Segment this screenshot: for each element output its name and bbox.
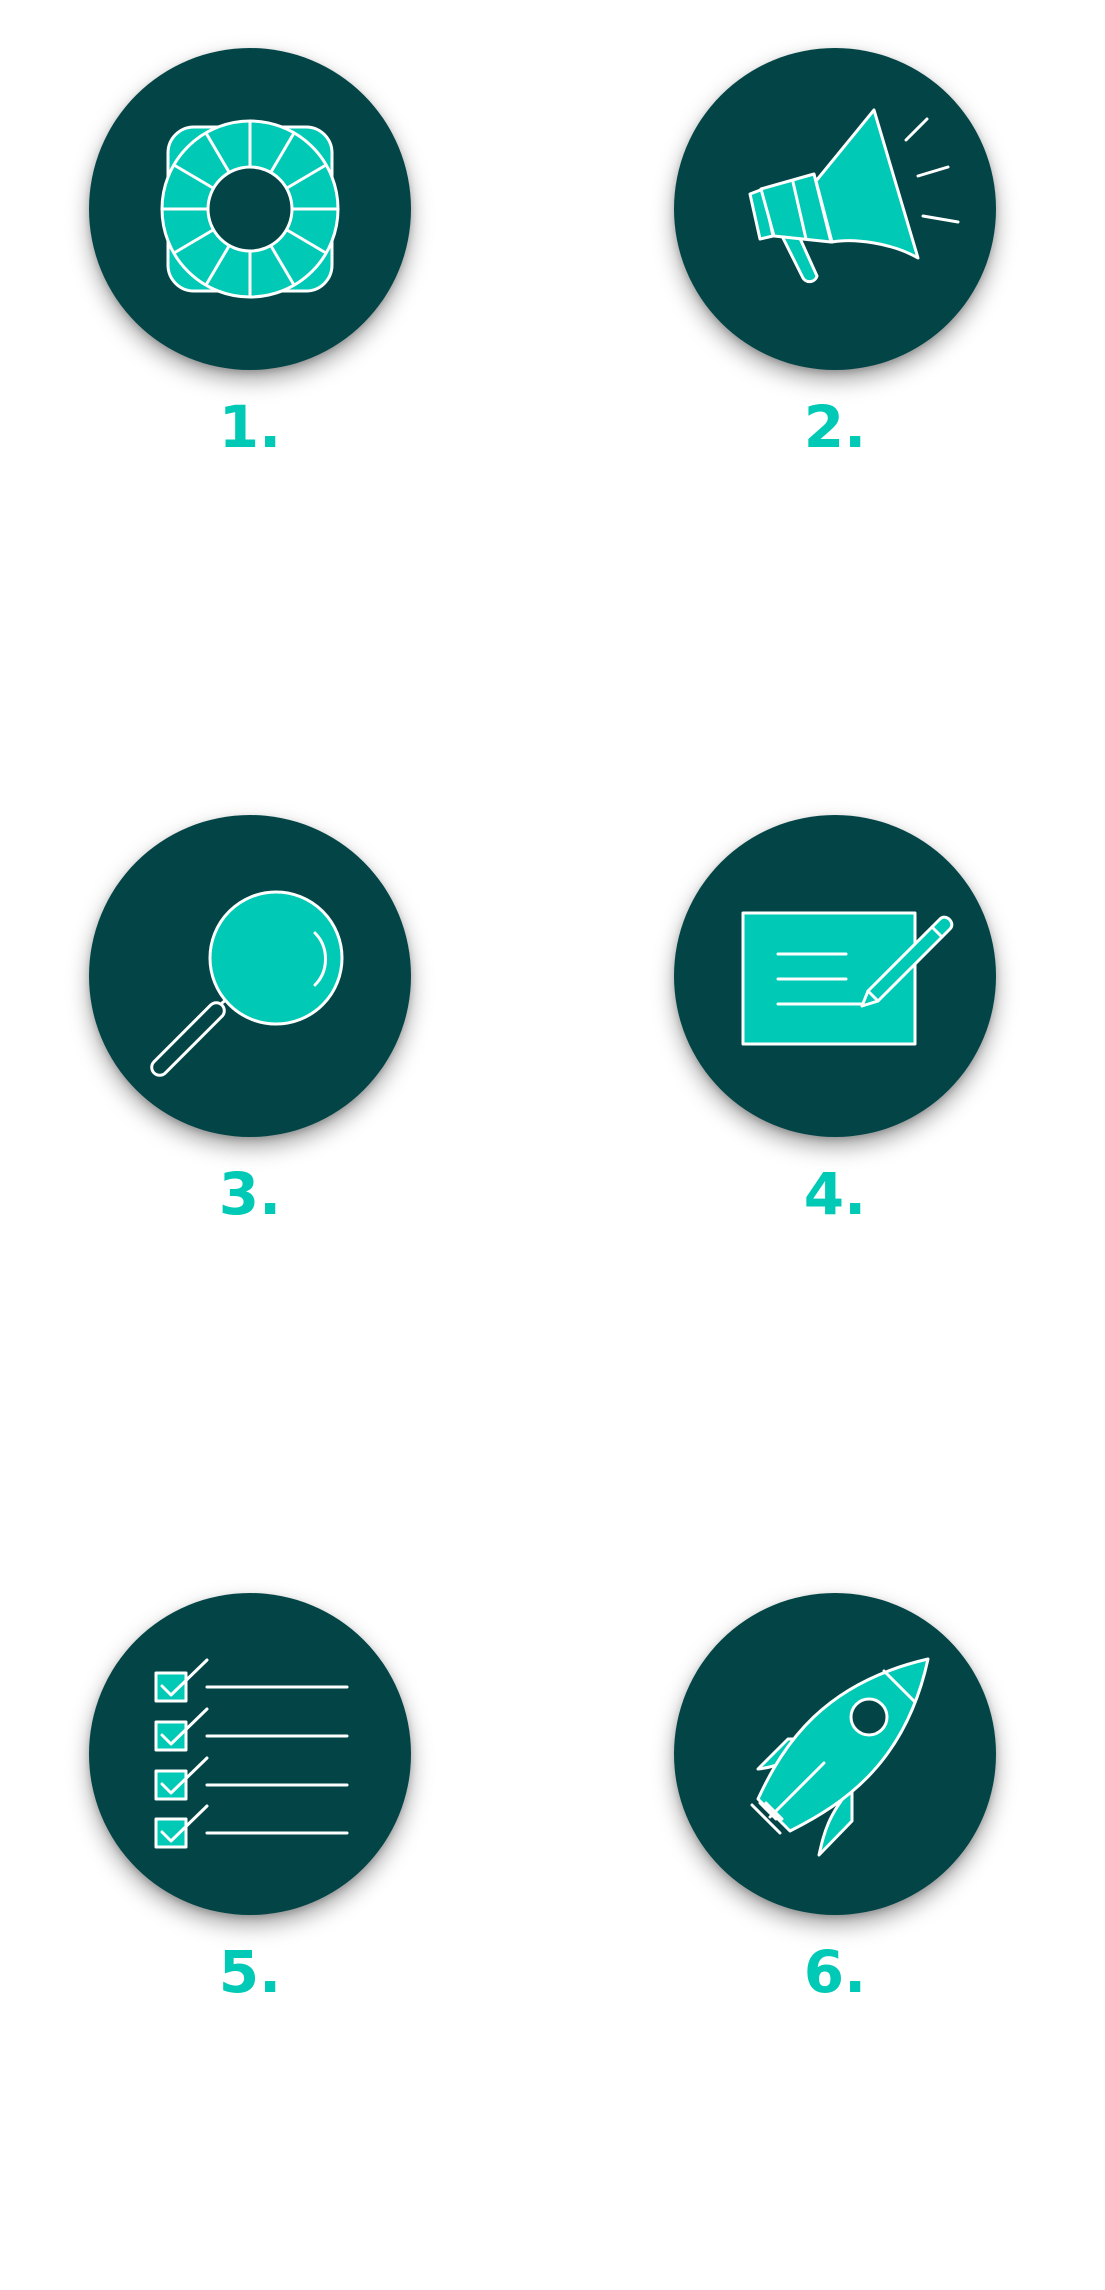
step-4-badge [674,815,996,1137]
megaphone-icon [748,108,960,284]
document-pencil-icon [741,911,954,1046]
step-1: 1. [85,48,415,456]
step-3: 3. [85,815,415,1223]
step-4: 4. [670,815,1000,1223]
step-1-badge [89,48,411,370]
step-1-number: 1. [218,393,282,461]
step-6-badge [674,1593,996,1915]
step-5: 5. [85,1593,415,2001]
checklist-icon [154,1658,349,1849]
step-6: 6. [670,1593,1000,2001]
magnifying-glass-icon [150,890,344,1077]
rocket-icon [750,1657,930,1857]
step-3-badge [89,815,411,1137]
step-2-number: 2. [803,393,867,461]
step-3-number: 3. [218,1160,282,1228]
lifebuoy-icon [160,119,340,299]
step-5-number: 5. [218,1938,282,2006]
step-5-badge [89,1593,411,1915]
step-2-badge [674,48,996,370]
step-4-number: 4. [803,1160,867,1228]
step-2: 2. [670,48,1000,456]
step-6-number: 6. [803,1938,867,2006]
